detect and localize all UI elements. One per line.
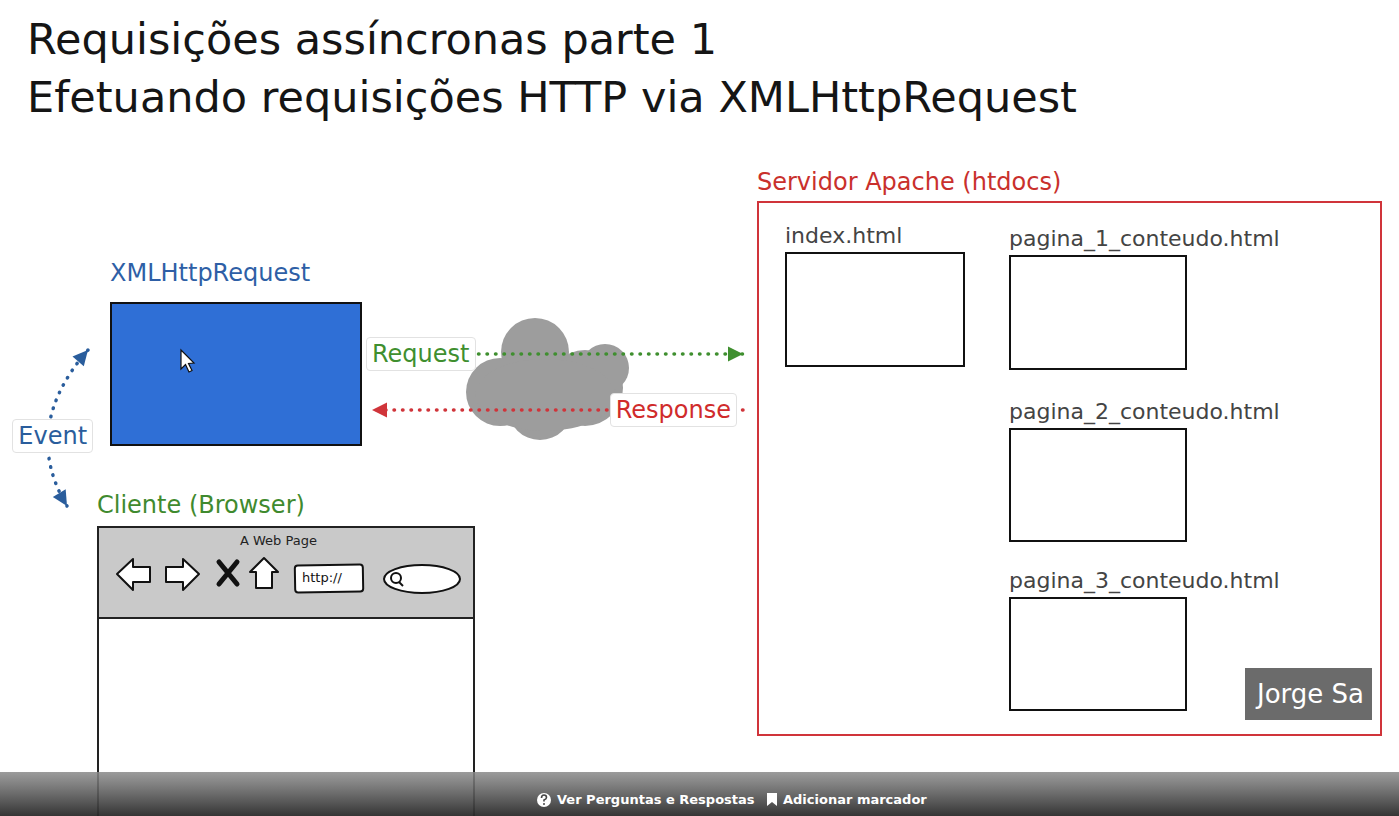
component-box: XMLHttpRequest [110, 258, 362, 446]
slide-title: Requisições assíncronas parte 1 [27, 12, 717, 66]
node-heading: pagina_2_conteudo.html [1009, 398, 1280, 426]
page-title: A Web Page [240, 533, 317, 549]
node-heading: pagina_1_conteudo.html [1009, 225, 1280, 253]
arrowhead [53, 489, 67, 506]
file-box: pagina_3_conteudo.html [1009, 567, 1280, 711]
node-heading: Cliente (Browser) [97, 490, 475, 520]
file-box: pagina_1_conteudo.html [1009, 225, 1280, 370]
file-box: pagina_2_conteudo.html [1009, 398, 1280, 542]
component-box-frame [110, 302, 362, 446]
node-heading: pagina_3_conteudo.html [1009, 567, 1280, 595]
file-box-frame [785, 252, 965, 367]
cloud [466, 318, 629, 440]
edge-label: Event [12, 419, 93, 453]
watermark: Jorge Sa [1245, 668, 1372, 720]
file-box-frame [1009, 428, 1187, 542]
help-icon [537, 793, 551, 807]
bookmark-icon [767, 793, 777, 806]
node-heading: Servidor Apache (htdocs) [757, 167, 1382, 197]
arrowhead [72, 350, 88, 366]
edge-label: Response [610, 393, 737, 427]
toolbar-button: Adicionar marcador [783, 791, 927, 809]
subtitle: Efetuando requisições HTTP via XMLHttpRe… [27, 70, 1077, 124]
file-box-frame [1009, 255, 1187, 370]
address-bar-text: http:// [302, 570, 342, 586]
arrowhead [372, 403, 387, 418]
arrowhead [728, 347, 743, 362]
toolbar-button: Ver Perguntas e Respostas [557, 791, 755, 809]
edge-label: Request [366, 337, 476, 371]
node-heading: XMLHttpRequest [110, 258, 362, 288]
node-heading: index.html [785, 222, 965, 250]
file-box-frame [1009, 597, 1187, 711]
server-box: Servidor Apache (htdocs) index.html pagina… [757, 167, 1382, 736]
file-box: index.html [785, 222, 965, 367]
server-box-frame: index.html pagina_1_conteudo.html pagina_2… [757, 201, 1382, 736]
browser-toolbar [98, 527, 474, 618]
